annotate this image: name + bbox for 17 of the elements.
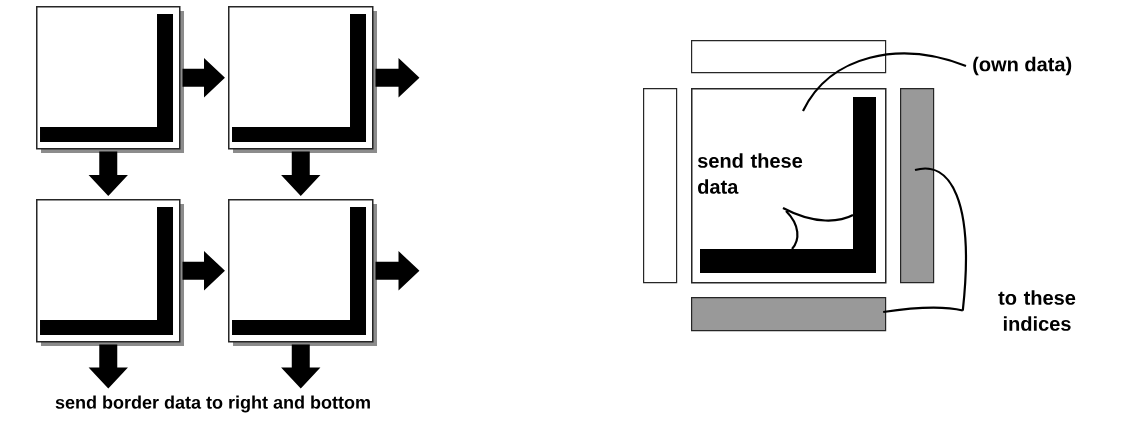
grid-box: [228, 199, 377, 346]
grid-box: [36, 6, 184, 153]
leader-line: [914, 167, 967, 311]
index-bar: [643, 88, 678, 284]
index-bar: [900, 88, 935, 284]
callout-text: to these indices: [998, 290, 1076, 331]
callout-text: (own data): [973, 56, 1072, 76]
leader-line: [802, 52, 967, 112]
grid-box: [36, 199, 184, 346]
leader-line: [883, 306, 964, 314]
index-bar: [691, 40, 887, 74]
grid-box: [228, 6, 377, 153]
index-bar: [691, 297, 887, 332]
leader-line: [781, 206, 855, 251]
callout-text: send these data: [697, 153, 803, 194]
l-shaped-bar: [700, 97, 876, 273]
caption-text: send border data to right and bottom: [55, 395, 370, 413]
